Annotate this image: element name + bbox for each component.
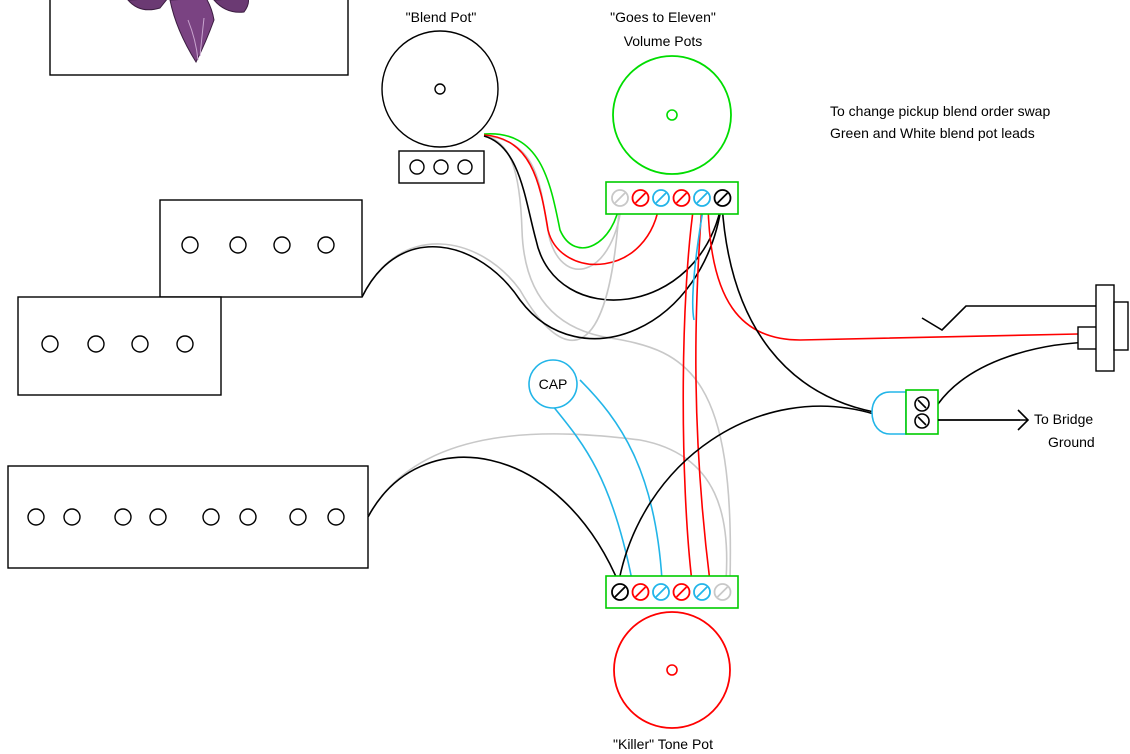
blend-pot xyxy=(381,30,499,184)
wire-red xyxy=(483,134,661,266)
terminal-screw-slot xyxy=(634,192,647,204)
pole-piece xyxy=(149,508,167,526)
terminal-screw-slot xyxy=(716,586,729,598)
bridge-ground-label-line1: To Bridge xyxy=(1034,411,1093,427)
wire-black xyxy=(721,203,875,413)
ground-terminal-slot xyxy=(917,416,927,426)
terminal-screw-slot xyxy=(696,192,708,204)
wire-black xyxy=(937,341,1101,405)
pole-piece xyxy=(327,508,345,526)
ground-connector xyxy=(871,389,939,435)
wire-red xyxy=(707,203,1079,341)
volume-pot-label-line2: Volume Pots xyxy=(624,33,703,49)
wire-red xyxy=(695,203,711,583)
pole-piece xyxy=(273,236,291,254)
wire-blue xyxy=(579,379,663,581)
terminal-screw-slot xyxy=(614,586,626,598)
blend-pot-lug xyxy=(409,159,425,175)
volume-pot xyxy=(612,55,732,175)
blend-pot-label: "Blend Pot" xyxy=(406,9,477,25)
pickup-bridge xyxy=(7,465,369,569)
wire-white xyxy=(483,135,623,270)
pole-piece xyxy=(114,508,132,526)
wire-white xyxy=(367,433,728,581)
bridge-arrow xyxy=(938,409,1030,431)
blend-pot-lug xyxy=(433,159,449,175)
tone-pot-label: "Killer" Tone Pot xyxy=(613,736,713,752)
wires xyxy=(361,133,1101,587)
terminal-screw-slot xyxy=(696,586,708,598)
pole-piece xyxy=(41,335,59,353)
pole-piece xyxy=(27,508,45,526)
pole-piece xyxy=(63,508,81,526)
wire-black xyxy=(367,456,621,587)
volume-pot-label-line1: "Goes to Eleven" xyxy=(610,9,716,25)
terminal-screw-slot xyxy=(716,192,729,204)
pole-piece xyxy=(87,335,105,353)
pickup-neck-upper xyxy=(159,199,363,298)
wire-green xyxy=(483,133,621,249)
blend-note-line1: To change pickup blend order swap xyxy=(830,103,1050,119)
terminal-screw-slot xyxy=(655,192,667,204)
logo-box xyxy=(49,0,349,76)
blend-pot-lug xyxy=(457,159,473,175)
pole-piece xyxy=(289,508,307,526)
capacitor: CAP xyxy=(528,359,578,409)
terminal-screw-slot xyxy=(655,586,667,598)
pole-piece xyxy=(181,236,199,254)
wire-blue xyxy=(691,203,705,321)
wire-black xyxy=(483,135,723,301)
wire-blue xyxy=(547,399,633,581)
volume-terminal-strip xyxy=(605,181,739,215)
ground-terminal-slot xyxy=(917,399,927,409)
cap-label: CAP xyxy=(539,376,568,392)
bridge-ground-label-line2: Ground xyxy=(1048,434,1095,450)
wire-white xyxy=(361,194,621,341)
terminal-screw-slot xyxy=(614,192,626,204)
pole-piece xyxy=(176,335,194,353)
wire-red xyxy=(682,203,695,583)
terminal-screw-slot xyxy=(634,586,647,598)
output-jack xyxy=(921,284,1129,372)
pole-piece xyxy=(131,335,149,353)
tone-pot xyxy=(613,611,731,729)
pickup-neck-lower xyxy=(17,296,222,396)
wire-black xyxy=(617,405,875,587)
terminal-screw-slot xyxy=(675,586,688,598)
pole-piece xyxy=(239,508,257,526)
pole-piece xyxy=(229,236,247,254)
pole-piece xyxy=(317,236,335,254)
terminal-screw-slot xyxy=(675,192,688,204)
pole-piece xyxy=(202,508,220,526)
tone-terminal-strip xyxy=(605,575,739,609)
wire-black xyxy=(361,201,723,340)
wire-white xyxy=(483,135,732,581)
logo-artwork xyxy=(127,0,249,64)
blend-note-line2: Green and White blend pot leads xyxy=(830,125,1035,141)
